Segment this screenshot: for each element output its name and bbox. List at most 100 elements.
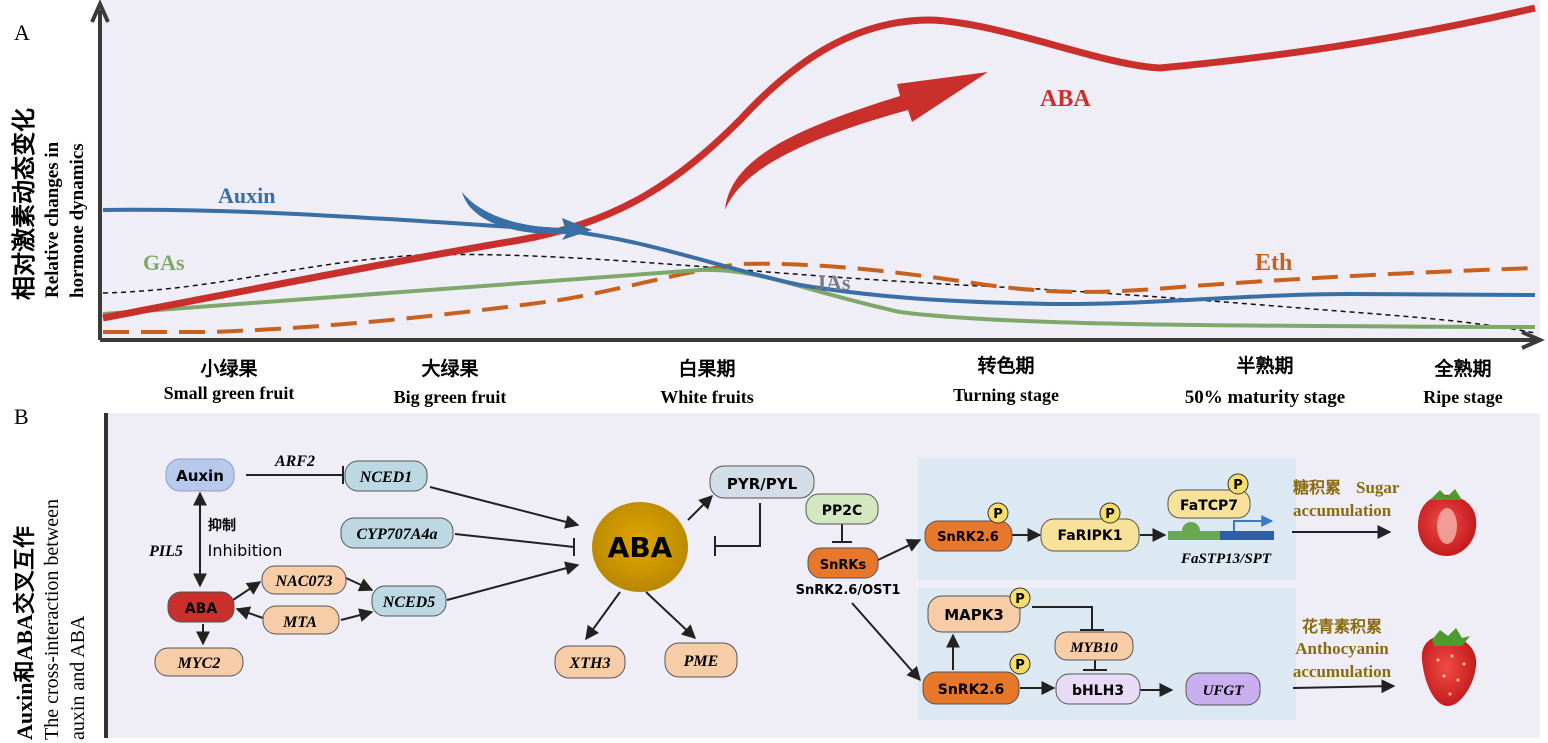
- nced5-node-label: NCED5: [382, 594, 435, 611]
- nced5-aba-arrow: [446, 561, 580, 601]
- phospho-p-5-label: P: [1015, 658, 1025, 673]
- phospho-p-1-label: P: [993, 507, 1003, 522]
- stage-6-en: Ripe stage: [1423, 387, 1503, 407]
- phospho-p-3-label: P: [1233, 478, 1243, 493]
- aba-trend-arrow: [725, 72, 988, 210]
- mapk3-node-label: MAPK3: [944, 606, 1004, 624]
- stage-1-en: Small green fruit: [164, 383, 295, 403]
- snrks-caption: SnRK2.6/OST1: [796, 583, 901, 598]
- mta-aba-arrow: [235, 606, 264, 620]
- pyr-pyl-node: [709, 465, 815, 499]
- anthocyanin-en-label-2: accumulation: [1293, 662, 1392, 681]
- nced1-node: [344, 460, 428, 492]
- mta-node: [262, 605, 340, 635]
- pp2c-node-label: PP2C: [822, 503, 863, 519]
- side-title-en-line2: auxin and ABA: [67, 615, 89, 740]
- eth-label: Eth: [1255, 250, 1292, 276]
- pme-node-label: PME: [683, 653, 719, 670]
- snrk26-bottom-node-label: SnRK2.6: [938, 682, 1004, 698]
- nced1-aba-arrow: [429, 486, 580, 529]
- phospho-p-5: [1009, 653, 1031, 675]
- stage-5-zh: 半熟期: [1236, 354, 1293, 377]
- stage-5-en: 50% maturity stage: [1185, 387, 1345, 408]
- mta-nced5-arrow: [340, 608, 374, 622]
- eth-curve: [103, 261, 1536, 334]
- mta-node-label: MTA: [282, 614, 317, 631]
- gene-region: [1220, 531, 1274, 540]
- auxin-trend-arrow: [462, 192, 592, 240]
- nac073-nced5-arrow: [345, 577, 374, 592]
- mapk3-myb10-inhibit-line: [1032, 606, 1093, 630]
- stage-4-en: Turning stage: [953, 385, 1059, 405]
- stage-labels: 小绿果 Small green fruit 大绿果 Big green frui…: [164, 354, 1503, 408]
- sugar-en-label-2: accumulation: [1293, 501, 1392, 520]
- snrk26-bottom-node: [922, 671, 1020, 705]
- phospho-p-3: [1227, 473, 1249, 495]
- pp2c-node: [805, 493, 879, 525]
- stage-2-en: Big green fruit: [394, 387, 507, 407]
- anthocyanin-pathway: MAPK3 P MYB10 SnRK2.6 P bHLH3 UFGT: [922, 587, 1261, 706]
- panel-a-label: A: [14, 20, 30, 45]
- sugar-en-label-1: Sugar: [1356, 478, 1400, 497]
- inhibition-zh-label: 抑制: [208, 517, 236, 534]
- stage-4-zh: 转色期: [977, 354, 1034, 377]
- y-axis-title-en-line2: hormone dynamics: [67, 143, 88, 298]
- phospho-p-1: [987, 502, 1009, 524]
- gas-label: GAs: [143, 250, 185, 275]
- aba-hub-label: ABA: [608, 531, 673, 564]
- myc2-node: [154, 647, 244, 677]
- pme-node: [664, 642, 738, 678]
- jas-label: JAs: [815, 270, 851, 295]
- anthocyanin-zh-label: 花青素积累: [1302, 617, 1382, 636]
- phospho-p-4: [1009, 587, 1031, 609]
- stage-3-en: White fruits: [660, 387, 754, 407]
- snrks-snrk26-bottom-arrow: [851, 602, 921, 682]
- aba-curve: [102, 4, 1536, 322]
- nac073-node: [261, 565, 347, 595]
- myb10-node-label: MYB10: [1069, 640, 1118, 656]
- ufgt-node-label: UFGT: [1203, 683, 1245, 699]
- y-axis-title-zh: 相对激素动态变化: [10, 108, 38, 300]
- aba-xth3-arrow: [585, 591, 621, 641]
- cyp-aba-inhibit-line: [454, 533, 575, 548]
- nced1-node-label: NCED1: [359, 469, 412, 486]
- aba-small-node-label: ABA: [185, 601, 218, 617]
- xth3-node: [554, 645, 626, 679]
- xth3-node-label: XTH3: [569, 655, 611, 672]
- aba-small-node: [167, 591, 235, 623]
- stage-6-zh: 全熟期: [1433, 357, 1491, 380]
- stage-3-zh: 白果期: [678, 357, 735, 380]
- snrks-snrk26-arrow: [877, 539, 922, 561]
- panel-a-background: [100, 0, 1540, 340]
- aba-nac073-arrow: [232, 581, 262, 601]
- center-nodes: XTH3 PME PYR/PYL PP2C SnRKs SnRK2.6/OST1: [554, 465, 901, 679]
- promoter-region: [1168, 531, 1220, 540]
- left-nodes: Auxin ARF2 NCED1 CYP707A4a 抑制 Inhibition…: [148, 453, 454, 677]
- myc2-node-label: MYC2: [177, 655, 221, 672]
- stage-1-zh: 小绿果: [200, 357, 257, 380]
- jas-curve: [102, 253, 1536, 334]
- stage-2-zh: 大绿果: [421, 357, 478, 380]
- phospho-p-4-label: P: [1015, 592, 1025, 607]
- aba-pyr-arrow: [687, 495, 713, 521]
- pyr-pyl-node-label: PYR/PYL: [727, 475, 798, 493]
- auxin-curve: [102, 207, 1536, 307]
- snrks-node-label: SnRKs: [820, 558, 867, 573]
- sugar-outcome: 糖积累 Sugar accumulation: [1293, 478, 1400, 520]
- myb10-node: [1054, 631, 1134, 661]
- y-axis-title-en-line1: Relative changes in: [42, 141, 63, 298]
- auxin-label: Auxin: [218, 183, 275, 208]
- ufgt-node: [1185, 672, 1261, 706]
- inhibition-en-label: Inhibition: [208, 541, 283, 560]
- fatcp7-node: [1167, 489, 1251, 519]
- bhlh3-node-label: bHLH3: [1072, 683, 1124, 699]
- arf2-label: ARF2: [274, 453, 315, 470]
- anthocyanin-en-label-1: Anthocyanin: [1295, 639, 1389, 658]
- cyp707a4a-node: [340, 517, 454, 549]
- mapk3-node: [927, 595, 1021, 633]
- promoter-binding-icon: [1182, 522, 1200, 531]
- bhlh3-node: [1055, 673, 1141, 705]
- auxin-node: [165, 458, 235, 492]
- nced5-node: [371, 585, 447, 617]
- sugar-zh-label: 糖积累: [1293, 478, 1341, 497]
